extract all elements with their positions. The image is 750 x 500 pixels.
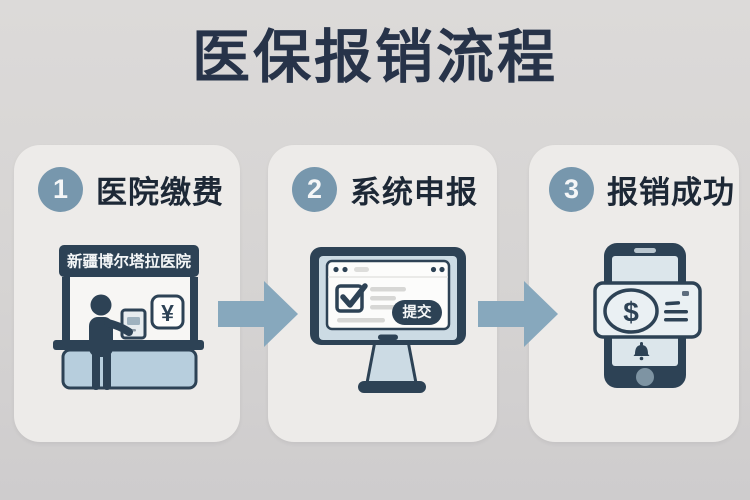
step-card-system-declaration: 2 系统申报 [268,145,497,442]
right-arrow-icon [478,281,558,347]
right-arrow-icon [218,281,298,347]
step1-number-badge: 1 [38,167,83,212]
step1-header: 1 医院缴费 [38,167,224,212]
hospital-counter-icon: 新疆博尔塔拉医院 ¥ [53,245,204,390]
money-symbol: $ [623,297,639,328]
step3-header: 3 报销成功 [549,167,735,212]
step3-number-badge: 3 [549,167,594,212]
step-card-reimbursement-success: 3 报销成功 $ [529,145,739,442]
submit-button-label: 提交 [403,303,432,321]
step3-label: 报销成功 [607,175,735,210]
phone-money-notification-icon: $ [593,243,702,388]
step1-number: 1 [52,174,69,204]
step1-label: 医院缴费 [96,175,224,210]
step-card-hospital-payment: 1 医院缴费 新疆博尔塔拉医院 ¥ [14,145,240,442]
page-title: 医保报销流程 [191,25,558,90]
step2-header: 2 系统申报 [292,167,478,212]
step2-number: 2 [306,174,323,204]
yen-symbol: ¥ [161,300,174,326]
hospital-sign-text: 新疆博尔塔拉医院 [67,252,191,271]
step2-label: 系统申报 [350,175,478,210]
step2-number-badge: 2 [292,167,337,212]
step3-number: 3 [563,174,580,204]
computer-form-submit-icon: 提交 [310,247,466,393]
